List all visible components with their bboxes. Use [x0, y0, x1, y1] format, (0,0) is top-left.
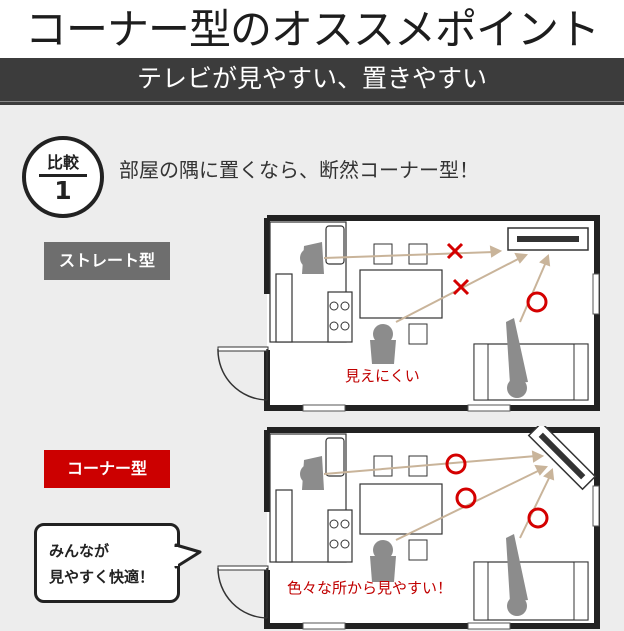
page-subtitle: テレビが見やすい、置きやすい — [136, 64, 487, 93]
door — [217, 565, 269, 619]
dining-table — [359, 243, 443, 345]
comparison-badge-divider — [39, 174, 87, 177]
corner-type-tag: コーナー型 — [44, 450, 170, 488]
person-figures — [300, 242, 528, 398]
comparison-badge-number: 1 — [54, 176, 72, 205]
straight-note: 見えにくい — [345, 367, 420, 385]
corner-floor-plan — [217, 426, 600, 630]
straight-type-tag: ストレート型 — [44, 242, 170, 280]
marks — [446, 242, 548, 313]
page-title: コーナー型のオススメポイント — [24, 5, 600, 54]
sofa — [473, 343, 589, 401]
subtitle-banner: テレビが見やすい、置きやすい — [0, 58, 624, 105]
comparison-badge-label: 比較 — [46, 153, 79, 172]
corner-note: 色々な所から見やすい！ — [287, 579, 453, 597]
sofa — [473, 561, 589, 621]
comparison-headline: 部屋の隅に置くなら、断然コーナー型！ — [119, 158, 479, 182]
straight-floor-plan — [217, 215, 600, 412]
kitchen-counter — [269, 221, 353, 343]
person-figures — [300, 456, 528, 616]
door — [217, 346, 269, 401]
speech-bubble-line2: 見やすく快適！ — [49, 568, 155, 586]
banner-rule — [0, 101, 624, 102]
kitchen-counter — [269, 433, 353, 563]
speech-bubble-line1: みんなが — [49, 542, 110, 560]
tv-corner — [527, 426, 597, 491]
sightlines — [323, 245, 551, 323]
comparison-badge: 比較 1 — [22, 136, 104, 218]
dining-table — [359, 455, 443, 561]
tv-straight — [507, 227, 589, 251]
title-area: コーナー型のオススメポイント — [0, 0, 624, 60]
speech-bubble: みんなが 見やすく快適！ — [34, 523, 180, 603]
marks — [445, 453, 549, 529]
sightlines — [323, 450, 555, 541]
